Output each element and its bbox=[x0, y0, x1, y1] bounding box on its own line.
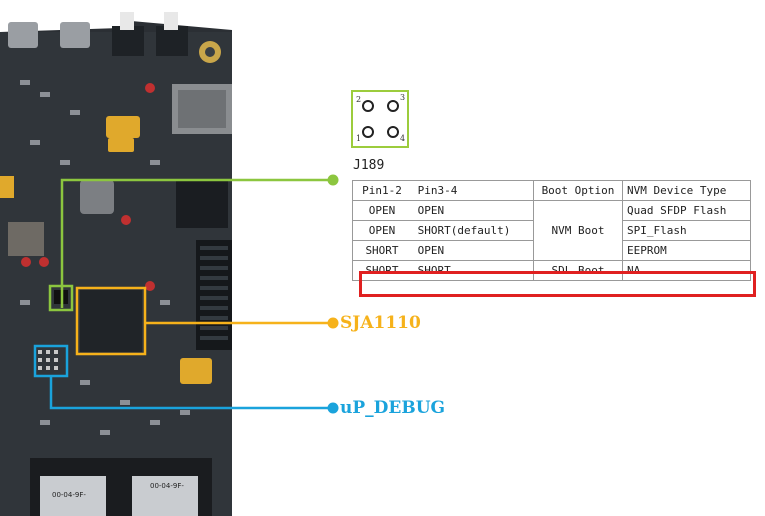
j189-jumper-diagram: 2 3 1 4 bbox=[351, 90, 409, 148]
pin-4-number: 4 bbox=[400, 134, 406, 143]
mac-label-2: 00-04-9F- bbox=[150, 482, 184, 490]
debug-marker-box bbox=[33, 344, 69, 378]
table-header-row: Pin1-2 Pin3-4 Boot Option NVM Device Typ… bbox=[352, 180, 751, 201]
pin-1-number: 1 bbox=[356, 134, 362, 143]
cell-pin12: SHORT bbox=[365, 244, 399, 257]
cell-device: SPI_Flash bbox=[622, 220, 751, 241]
pin-2-circle bbox=[362, 100, 374, 112]
table-row: OPEN SHORT(default) SPI_Flash bbox=[352, 220, 751, 241]
sja1110-marker-box bbox=[75, 286, 147, 356]
j189-leader-line bbox=[60, 178, 333, 308]
pin-3-number: 3 bbox=[400, 93, 406, 102]
cell-device: EEPROM bbox=[622, 240, 751, 261]
sja1110-callout-label: SJA1110 bbox=[340, 313, 421, 333]
j189-label: J189 bbox=[353, 158, 385, 173]
cell-nvm-boot: NVM Boot bbox=[533, 200, 623, 261]
debug-callout-label: uP_DEBUG bbox=[340, 398, 446, 418]
cell-pin34: OPEN bbox=[417, 244, 445, 257]
header-pin12: Pin1-2 bbox=[362, 184, 402, 197]
sdl-boot-highlight-box bbox=[359, 271, 756, 297]
header-pin34: Pin3-4 bbox=[417, 184, 458, 197]
j189-dot bbox=[327, 174, 339, 186]
pin-1-circle bbox=[362, 126, 374, 138]
cell-device: Quad SFDP Flash bbox=[622, 200, 751, 221]
pin-2-number: 2 bbox=[356, 95, 362, 104]
header-nvm-device: NVM Device Type bbox=[622, 180, 751, 201]
cell-pin34: SHORT(default) bbox=[417, 224, 511, 237]
sja1110-dot bbox=[327, 317, 339, 329]
cell-pin12: OPEN bbox=[368, 224, 396, 237]
debug-leader-line bbox=[49, 376, 333, 410]
cell-pin12: OPEN bbox=[368, 204, 396, 217]
j189-marker-box bbox=[48, 284, 74, 312]
header-boot-option: Boot Option bbox=[533, 180, 623, 201]
header-pins: Pin1-2 Pin3-4 bbox=[352, 180, 534, 201]
mac-label-1: 00-04-9F- bbox=[52, 491, 86, 499]
table-row: OPEN OPEN NVM Boot Quad SFDP Flash bbox=[352, 200, 751, 261]
pin-4-circle bbox=[387, 126, 399, 138]
debug-dot bbox=[327, 402, 339, 414]
cell-device: NA bbox=[622, 260, 751, 281]
boot-option-table: Pin1-2 Pin3-4 Boot Option NVM Device Typ… bbox=[352, 180, 751, 281]
pin-3-circle bbox=[387, 100, 399, 112]
cell-pin34: OPEN bbox=[417, 204, 445, 217]
